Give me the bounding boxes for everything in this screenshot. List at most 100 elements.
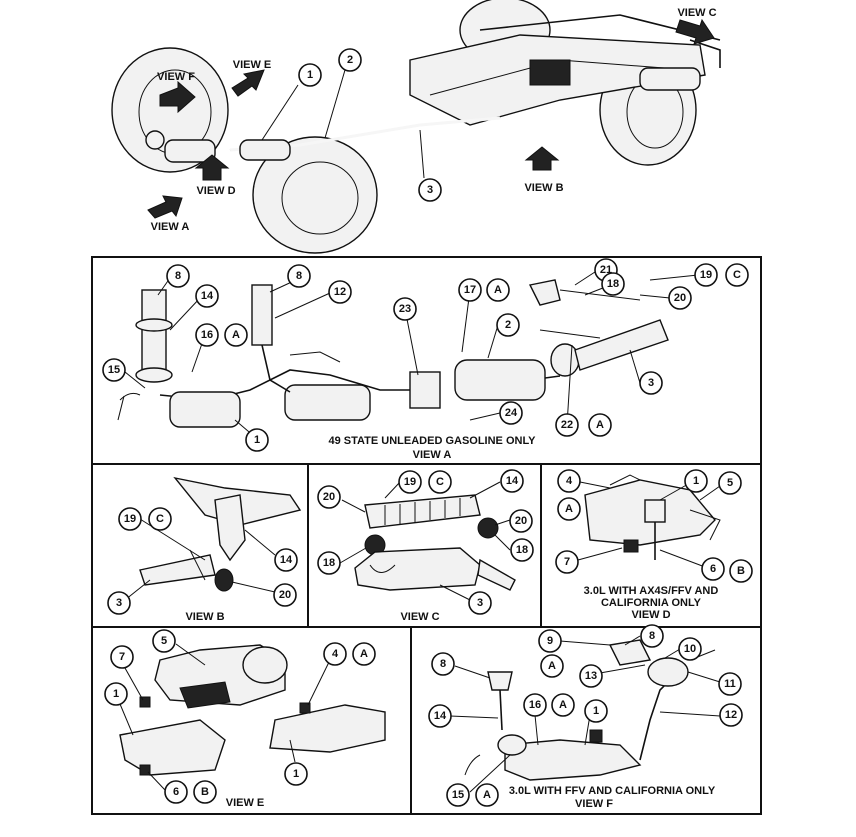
svg-text:8: 8 — [296, 270, 302, 282]
svg-text:C: C — [436, 476, 444, 488]
view-e-callout-6: 6 — [164, 780, 188, 804]
svg-text:2: 2 — [347, 54, 353, 66]
view-f-leaders — [449, 635, 721, 793]
view-f-callout-12: 12 — [719, 703, 743, 727]
view-f-label: VIEW F — [157, 71, 195, 83]
view-f-callout-11: 11 — [718, 672, 742, 696]
overview-callout-2: 2 — [338, 48, 362, 72]
svg-text:14: 14 — [280, 554, 293, 566]
view-d-leaders — [577, 481, 721, 568]
view-a-callout-8b: 8 — [287, 264, 311, 288]
svg-text:8: 8 — [440, 658, 446, 670]
svg-text:7: 7 — [564, 556, 570, 568]
svg-text:A: A — [483, 789, 491, 801]
view-d-callout-4: 4 — [557, 469, 581, 493]
view-b-callout-19: 19 — [118, 507, 142, 531]
svg-text:20: 20 — [279, 589, 291, 601]
svg-text:6: 6 — [710, 563, 716, 575]
view-c-callout-19: 19 — [398, 470, 422, 494]
view-f-callout-13: 13 — [579, 664, 603, 688]
svg-text:19: 19 — [404, 476, 416, 488]
view-e-label: VIEW E — [233, 59, 272, 71]
converter-f — [504, 739, 642, 781]
view-f-illustration — [464, 639, 716, 781]
view-a-callout-3: 3 — [639, 371, 663, 395]
converter-e-right — [269, 704, 386, 753]
svg-text:A: A — [232, 329, 240, 341]
view-a-callout-a: A — [224, 323, 248, 347]
view-e-callout-b: B — [193, 780, 217, 804]
view-c-arrow — [675, 18, 715, 45]
svg-text:14: 14 — [506, 475, 519, 487]
view-a-label: VIEW A — [151, 221, 190, 233]
svg-text:19: 19 — [700, 269, 712, 281]
view-a-callout-15: 15 — [102, 358, 126, 382]
view-a-callout-20: 20 — [668, 286, 692, 310]
svg-text:18: 18 — [516, 544, 528, 556]
view-b-label: VIEW B — [524, 182, 563, 194]
view-f-callout-10: 10 — [678, 637, 702, 661]
view-a-caption-2: VIEW A — [413, 449, 452, 461]
view-a-callout-1: 1 — [245, 428, 269, 452]
converter-right — [284, 384, 371, 421]
svg-text:18: 18 — [323, 557, 335, 569]
view-c-callout-14: 14 — [500, 469, 524, 493]
svg-text:1: 1 — [293, 768, 299, 780]
svg-text:14: 14 — [434, 710, 447, 722]
view-c-callout-18b: 18 — [510, 538, 534, 562]
crossmember — [364, 494, 481, 529]
view-f-callout-1: 1 — [584, 699, 608, 723]
view-a-callout-a2: A — [486, 278, 510, 302]
muffler — [639, 67, 701, 91]
svg-text:13: 13 — [585, 670, 597, 682]
svg-text:A: A — [596, 419, 604, 431]
view-f-callout-14: 14 — [428, 704, 452, 728]
view-a-callout-12: 12 — [328, 280, 352, 304]
panel-view-f — [410, 626, 762, 815]
bracket-d — [644, 499, 666, 523]
view-d-label: VIEW D — [196, 185, 235, 197]
view-d-callout-7: 7 — [555, 550, 579, 574]
svg-text:18: 18 — [607, 278, 619, 290]
svg-text:16: 16 — [529, 699, 541, 711]
view-f-callout-9: 9 — [538, 629, 562, 653]
svg-text:A: A — [559, 699, 567, 711]
view-c-callout-18: 18 — [317, 551, 341, 575]
view-e-callout-4: 4 — [323, 642, 347, 666]
svg-text:15: 15 — [452, 789, 464, 801]
svg-text:4: 4 — [332, 648, 339, 660]
svg-text:12: 12 — [334, 286, 346, 298]
view-d-caption-2: CALIFORNIA ONLY — [601, 597, 702, 609]
converter-right — [239, 139, 291, 161]
view-e-illustration — [119, 644, 386, 776]
view-b-callout-20: 20 — [273, 583, 297, 607]
overview-illustration: VIEW F VIEW E VIEW D VIEW A VIEW B VIEW … — [111, 0, 721, 254]
converter-left — [164, 139, 216, 163]
view-b-callout-c: C — [148, 507, 172, 531]
svg-text:5: 5 — [727, 477, 733, 489]
view-c-label: VIEW C — [677, 7, 716, 19]
svg-text:B: B — [737, 565, 745, 577]
view-e-leaders — [119, 643, 331, 791]
view-e-arrow — [231, 69, 265, 97]
svg-text:3: 3 — [477, 597, 483, 609]
svg-text:3: 3 — [648, 377, 654, 389]
view-f-callout-a: A — [540, 654, 564, 678]
view-b-illustration — [139, 476, 302, 592]
view-e-callout-7: 7 — [110, 645, 134, 669]
svg-text:14: 14 — [201, 290, 214, 302]
view-e-caption: VIEW E — [226, 797, 265, 809]
view-a-callout-18: 18 — [601, 272, 625, 296]
view-c-caption: VIEW C — [400, 611, 439, 623]
hanger-clamp — [550, 343, 580, 377]
view-a-arrow — [147, 195, 183, 219]
view-a-caption-1: 49 STATE UNLEADED GASOLINE ONLY — [329, 435, 537, 447]
svg-text:A: A — [565, 503, 573, 515]
svg-text:10: 10 — [684, 643, 696, 655]
svg-text:A: A — [360, 648, 368, 660]
insulator-right — [477, 517, 499, 539]
view-d-callout-5: 5 — [718, 471, 742, 495]
view-f-callout-15: 15 — [446, 783, 470, 807]
svg-text:A: A — [494, 284, 502, 296]
